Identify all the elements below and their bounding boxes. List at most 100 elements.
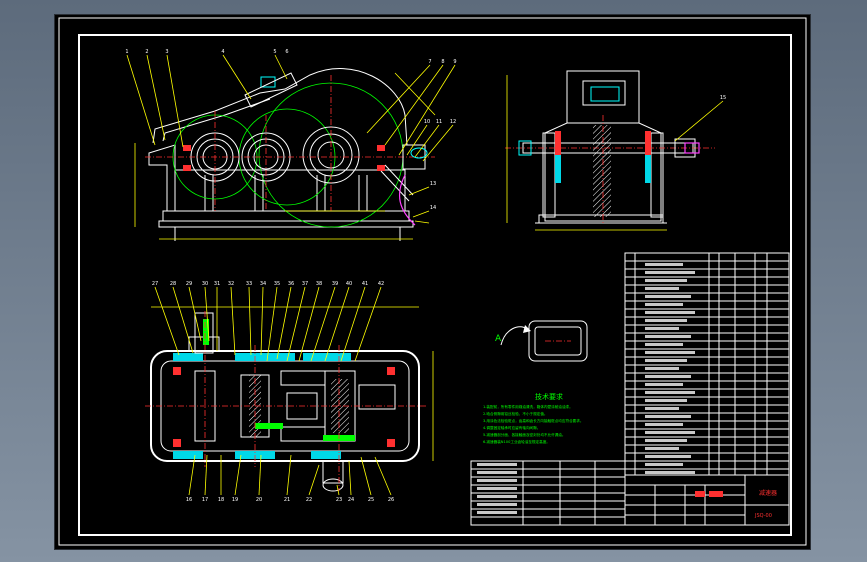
balloon-number: 40 [346,281,352,287]
table-cell-text [645,391,695,394]
balloon-number: 18 [218,497,224,503]
balloon-number: 15 [720,95,726,101]
table-cell-text [477,471,517,474]
balloon-number: 5 [273,49,276,55]
balloon-number: 4 [221,49,224,55]
plan-view[interactable] [145,286,434,496]
arrow-label: A [495,334,502,344]
balloon-number: 24 [348,497,354,503]
parts-list-lower[interactable] [470,460,626,526]
balloon-number: 10 [424,119,430,125]
balloon-number: 8 [441,59,444,65]
balloon-number: 30 [202,281,208,287]
table-cell-text [645,407,679,410]
balloon-number: 34 [260,281,266,287]
balloon-number: 39 [332,281,338,287]
balloon-number: 37 [302,281,308,287]
table-cell-text [645,295,691,298]
balloon-number: 41 [362,281,368,287]
table-cell-text [645,359,687,362]
balloon-number: 16 [186,497,192,503]
balloon-number: 32 [228,281,234,287]
balloon-number: 25 [368,497,374,503]
balloon-group-plan-bottom: 16 17 18 19 20 21 22 23 24 25 26 [186,497,394,503]
balloon-number: 13 [430,181,436,187]
table-cell-text [645,319,687,322]
balloon-number: 19 [232,497,238,503]
balloon-number: 29 [186,281,192,287]
balloon-number: 6 [285,49,288,55]
balloon-number: 7 [428,59,431,65]
table-cell-text [645,279,687,282]
table-cell-text [645,263,683,266]
table-cell-text [645,455,691,458]
side-view[interactable] [505,70,724,231]
balloon-number: 23 [336,497,342,503]
inner-frame [78,34,792,536]
balloon-number: 21 [284,497,290,503]
balloon-number: 20 [256,497,262,503]
table-cell-text [645,471,695,474]
front-view[interactable] [126,54,456,241]
note-line: 6.减速器装N100工业齿轮油至规定高度。 [483,439,550,444]
balloon-number: 38 [316,281,322,287]
table-cell-text [645,399,687,402]
table-cell-text [645,335,691,338]
table-cell-text [645,431,695,434]
parts-rows [625,260,789,474]
table-cell-text [645,271,695,274]
table-cell-text [477,487,517,490]
table-cell-text [645,439,687,442]
balloon-number: 42 [378,281,384,287]
note-line: 4.调整固定轴承时应留有轴向间隙。 [483,425,540,430]
table-cell-text [645,383,683,386]
drawing-title: 减速器 [759,489,777,497]
table-cell-text [477,463,517,466]
balloon-number: 35 [274,281,280,287]
table-cell-text [645,415,691,418]
table-cell-text [477,495,517,498]
table-cell-text [477,479,517,482]
table-cell-text [645,287,679,290]
note-line: 2.啮合侧隙用铅丝检验，不小于规定值。 [483,411,548,416]
view-a[interactable]: A [495,320,588,362]
balloon-number: 27 [152,281,158,287]
parts-list[interactable] [624,252,790,476]
table-cell-text [645,367,679,370]
title-block[interactable]: 减速器 JSQ-00 [624,474,790,526]
outer-frame [58,17,807,546]
balloon-number: 17 [202,497,208,503]
notes-title: 技术要求 [535,392,563,401]
table-cell-text [645,423,683,426]
balloon-group-side: 15 [720,95,726,101]
balloon-number: 33 [246,281,252,287]
balloon-number: 36 [288,281,294,287]
balloon-number: 26 [388,497,394,503]
table-cell-text [477,511,517,514]
balloon-number: 31 [214,281,220,287]
balloon-number: 1 [125,49,128,55]
balloon-number: 12 [450,119,456,125]
balloon-number: 2 [145,49,148,55]
table-cell-text [645,303,683,306]
drawing-code: JSQ-00 [754,513,772,519]
table-cell-text [645,351,695,354]
table-cell-text [645,343,683,346]
table-cell-text [645,463,683,466]
balloon-group-front-top: 1 2 3 4 5 6 7 8 9 [125,49,456,65]
balloon-number: 3 [165,49,168,55]
lower-rows [471,463,625,518]
note-line: 5.减速器剖分面、各接触面及密封处均不允许漏油。 [483,432,566,437]
table-cell-text [645,311,695,314]
table-cell-text [645,447,679,450]
balloon-number: 9 [453,59,456,65]
note-line: 3.用涂色法检验斑点，齿高和齿长方向接触斑点均应符合要求。 [483,418,583,423]
note-line: 1.装配前，所有零件用煤油清洗，箱体内壁涂耐油油漆。 [483,404,573,409]
balloon-number: 14 [430,205,436,211]
table-cell-text [645,327,679,330]
table-cell-text [645,375,691,378]
balloon-number: 22 [306,497,312,503]
